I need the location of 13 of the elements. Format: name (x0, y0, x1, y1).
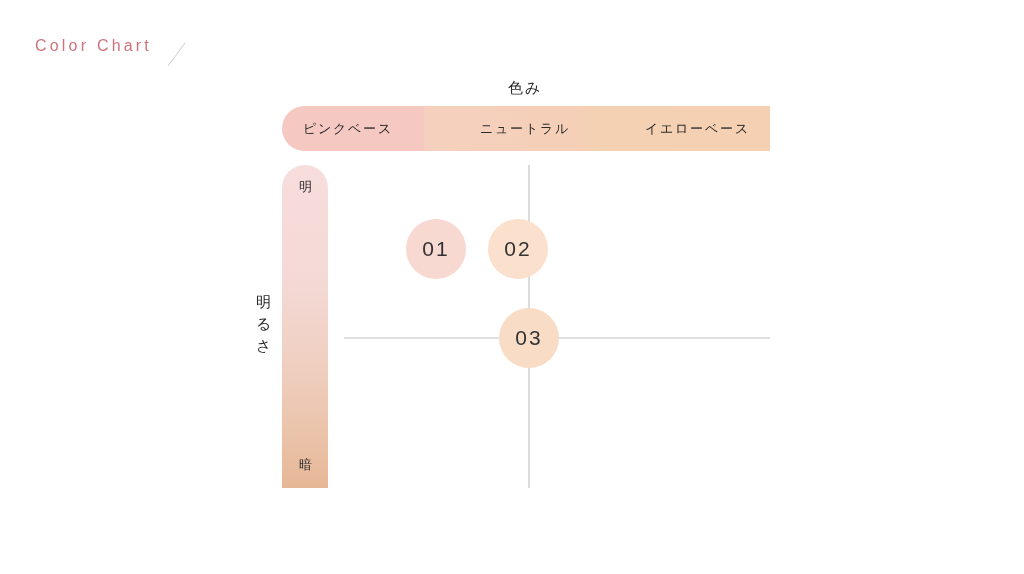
chart-title: Color Chart (35, 36, 152, 56)
scale-label: イエローベース (644, 120, 750, 137)
axis-label: 色み (508, 79, 542, 97)
color-sample-circle: 02 (488, 219, 548, 279)
color-sample-circle: 03 (499, 308, 559, 368)
scale-label: ニュートラル (480, 120, 570, 137)
scale-label: ピンクベース (303, 120, 393, 137)
axis-label: 明るさ (255, 292, 271, 356)
scale-label: 暗 (298, 457, 314, 473)
scale-label: 明 (298, 179, 314, 195)
color-sample-circle: 01 (406, 219, 466, 279)
hue-scale-bar (282, 106, 770, 151)
brightness-scale-bar (282, 165, 328, 488)
